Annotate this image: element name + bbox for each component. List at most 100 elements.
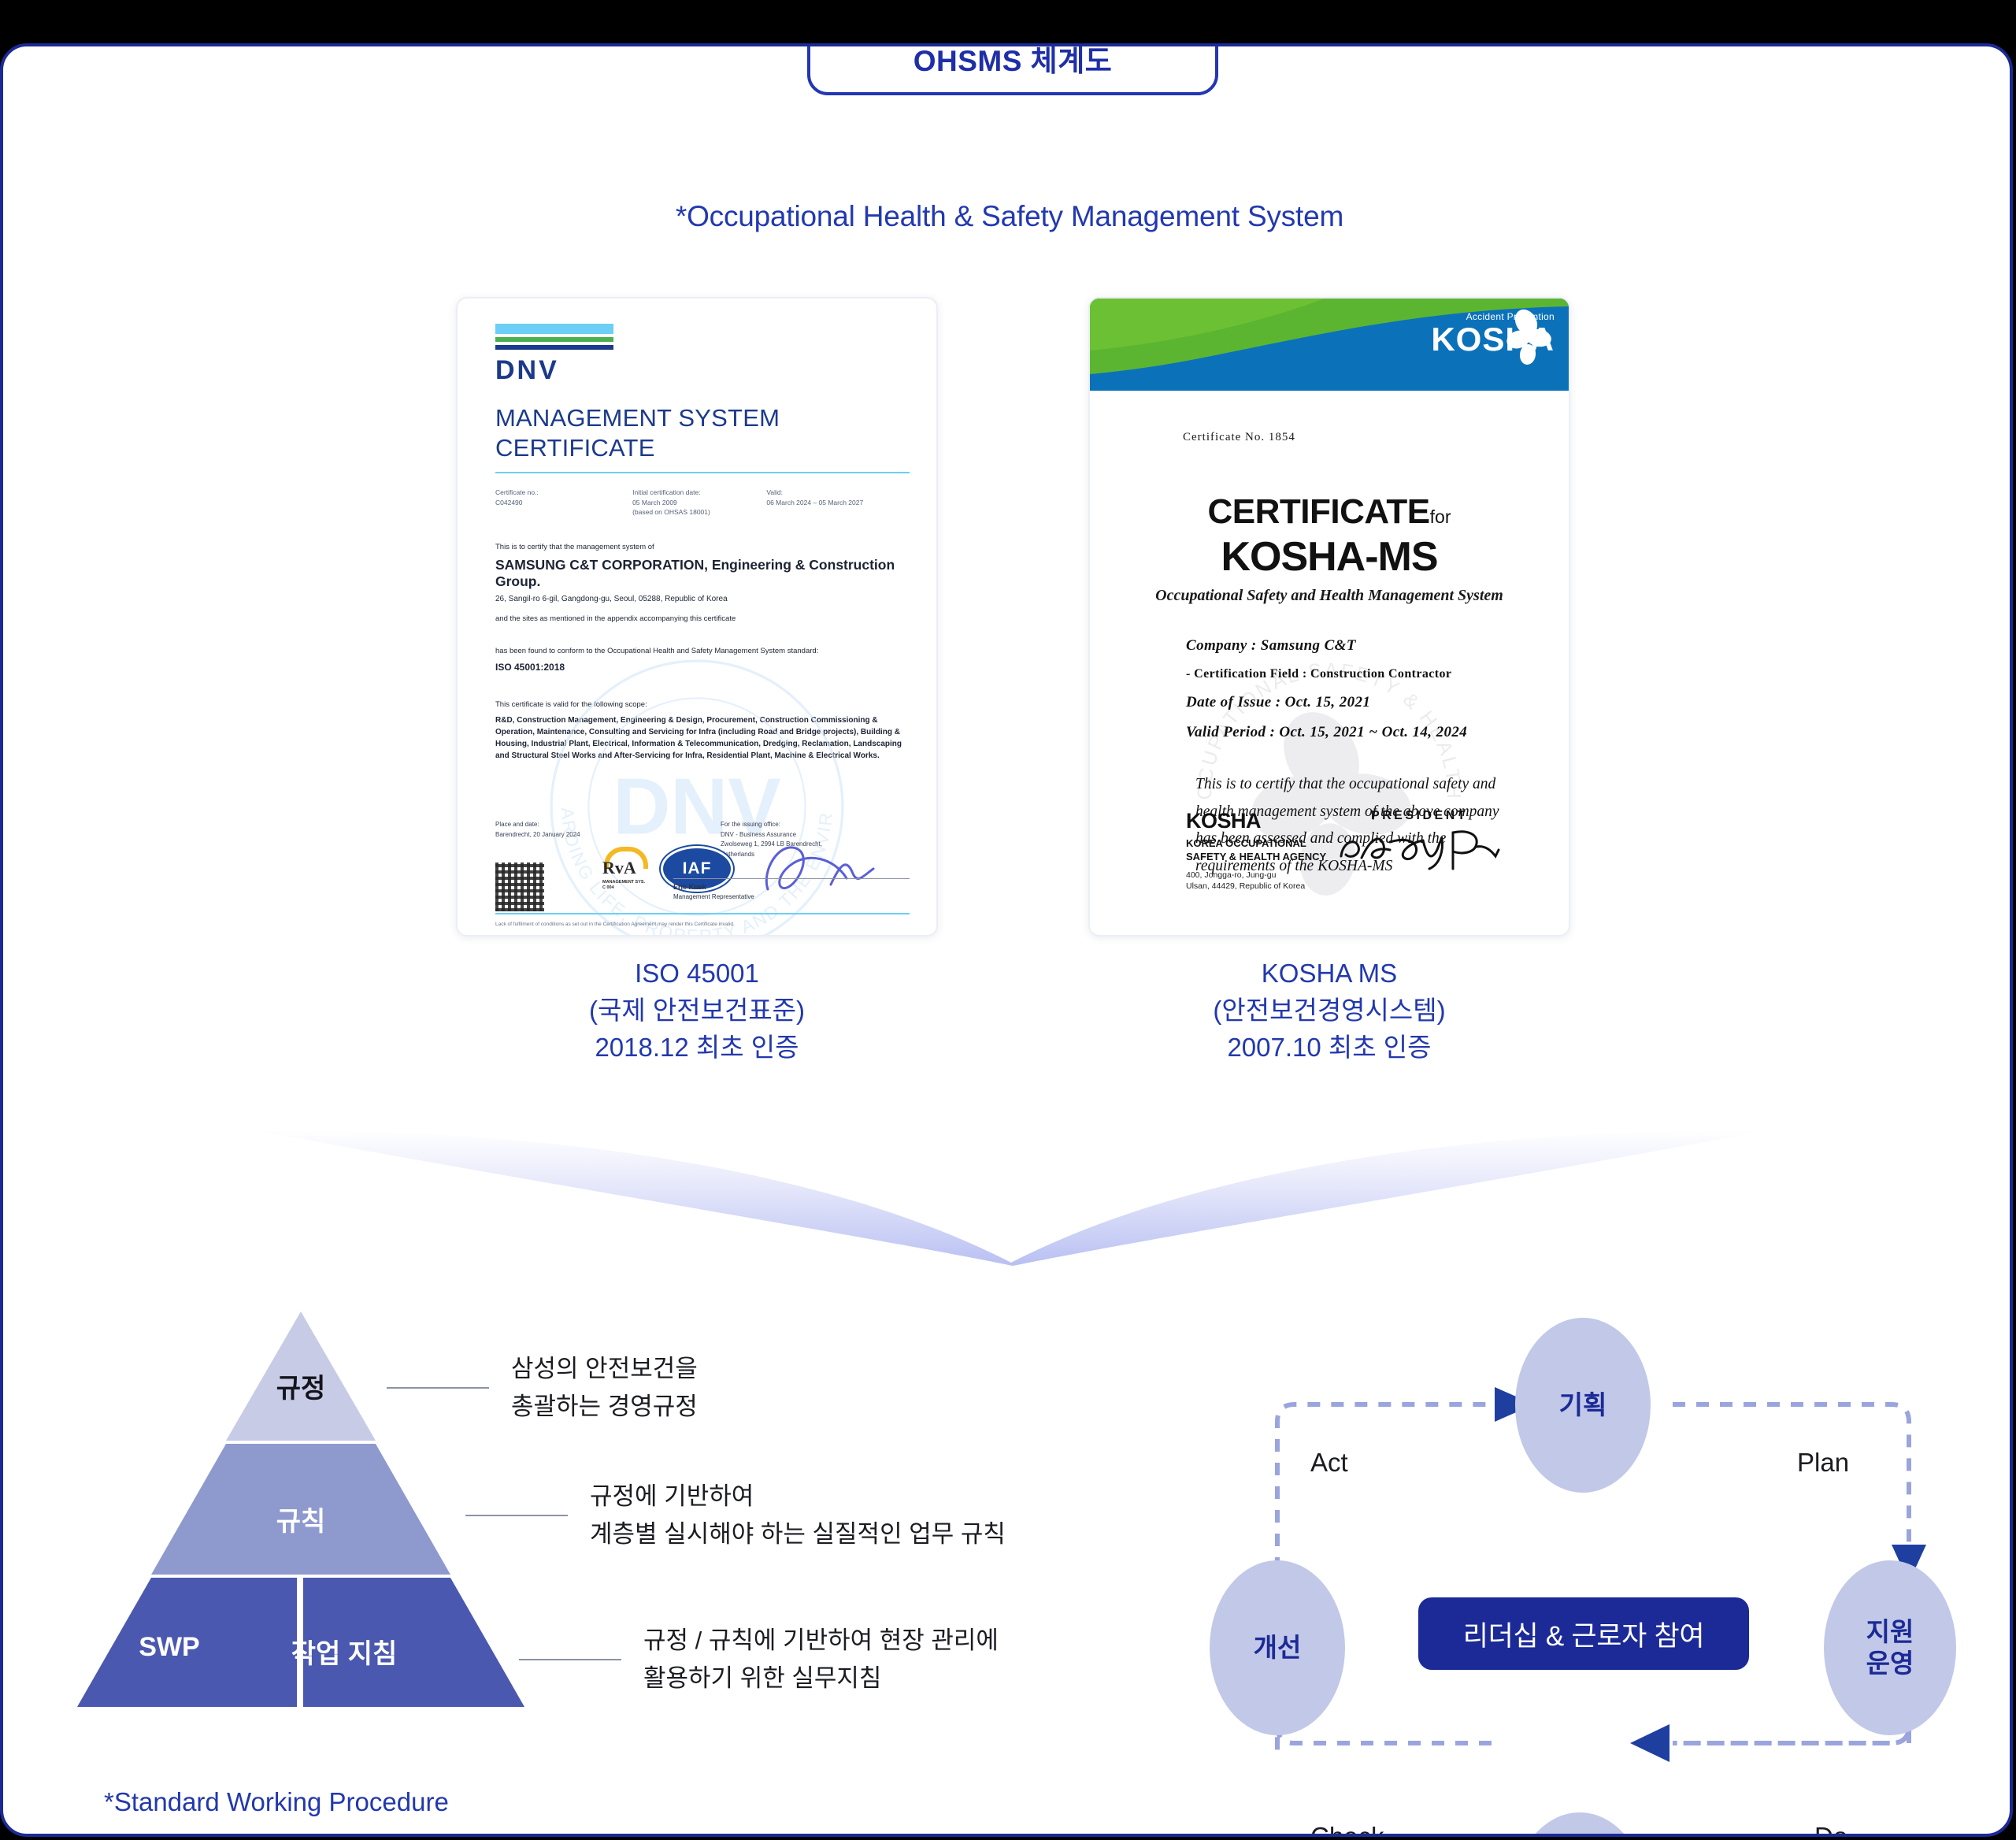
subtitle-text: *Occupational Health & Safety Management… (675, 200, 1344, 232)
arrow-plan-path (1673, 1402, 1911, 1546)
desc1-line2: 총괄하는 경영규정 (511, 1393, 698, 1421)
kosha-valid-period: Valid Period : Oct. 15, 2021 ~ Oct. 14, … (1186, 724, 1468, 740)
certificate-card-iso45001: SAFEGUARDING LIFE, PROPERTY AND THE ENVI… (456, 297, 938, 1067)
dnv-office-line2: Zwolseweg 1, 2994 LB Barendrecht, (721, 840, 822, 848)
pdca-cycle-diagram: 기획 지원 운영 성과 평가 개선 Act Plan Do Check 리더십 … (1210, 1302, 1956, 1837)
dnv-lead-text: This is to certify that the management s… (495, 543, 654, 552)
pdca-stage-check: Check (1310, 1822, 1384, 1837)
kosha-certificate-number: Certificate No. 1854 (1183, 431, 1295, 443)
desc3-line2: 활용하기 위한 실무지침 (643, 1664, 882, 1693)
pyramid-description-1: 삼성의 안전보건을 총괄하는 경영규정 (387, 1350, 698, 1426)
pdca-node-do[interactable]: 지원 운영 (1824, 1560, 1956, 1735)
arrow-act-path (1275, 1402, 1492, 1617)
rva-accreditation-icon: RvA MANAGEMENT SYS. C 004 (599, 847, 648, 891)
dnv-signer-name: Erie Koek (673, 882, 706, 891)
page-title-badge: OHSMS 체계도 (807, 45, 1218, 95)
kosha-title-sub: Occupational Safety and Health Managemen… (1155, 587, 1503, 604)
dnv-place-label: Place and date: (495, 821, 539, 829)
initial-date-value: 05 March 2009 (632, 498, 677, 506)
dnv-office-line1: DNV - Business Assurance (721, 830, 797, 838)
pyramid-tier-2 (151, 1444, 450, 1575)
dnv-conformance-text: has been found to conform to the Occupat… (495, 647, 819, 656)
kosha-title-block: CERTIFICATEfor KOSHA-MS Occupational Saf… (1090, 492, 1569, 605)
dnv-scope-lead: This certificate is valid for the follow… (495, 700, 647, 710)
certificate-caption-koshams: KOSHA MS (안전보건경영시스템) 2007.10 최초 인증 (1088, 955, 1570, 1067)
iaf-logo-icon: IAF (661, 846, 733, 892)
kosha-company: Company : Samsung C&T (1186, 637, 1356, 654)
kosha-agency-addr1: 400, Jongga-ro, Jung-gu (1186, 870, 1277, 880)
kosha-agency-line1: KOREA OCCUPATIONAL (1186, 837, 1306, 849)
certificate-first-certified: 2018.12 최초 인증 (595, 1032, 799, 1062)
dnv-signer-block: Erie Koek Management Representative (673, 877, 910, 903)
desc1-line1: 삼성의 안전보건을 (511, 1355, 698, 1382)
initial-date-label: Initial certification date: (632, 488, 701, 496)
certificate-image-iso45001: SAFEGUARDING LIFE, PROPERTY AND THE ENVI… (456, 297, 938, 937)
dnv-company-name: SAMSUNG C&T CORPORATION, Engineering & C… (495, 556, 895, 590)
arrowhead-to-plan (1495, 1387, 1534, 1422)
pdca-node-do-label1: 지원 (1866, 1617, 1914, 1647)
desc2-line1: 규정에 기반하여 (590, 1482, 754, 1510)
dnv-company-address: 26, Sangil-ro 6-gil, Gangdong-gu, Seoul,… (495, 594, 728, 603)
page-title: OHSMS 체계도 (913, 45, 1113, 77)
pdca-stage-plan: Plan (1797, 1448, 1850, 1477)
dnv-scope-text: R&D, Construction Management, Engineerin… (495, 715, 902, 761)
leader-line-1 (387, 1387, 489, 1389)
pdca-stage-act: Act (1310, 1448, 1348, 1477)
down-arrow-chevron-icon (263, 1130, 1759, 1266)
pyramid-tier-3-right (303, 1578, 524, 1707)
dnv-disclaimer: Lack of fulfilment of conditions as set … (495, 922, 735, 927)
kosha-title-scheme: KOSHA-MS (1221, 534, 1438, 580)
kosha-fields: Company : Samsung C&T - Certification Fi… (1186, 637, 1521, 754)
kosha-date-of-issue: Date of Issue : Oct. 15, 2021 (1186, 694, 1371, 710)
pyramid-shape (77, 1311, 524, 1707)
kosha-footer: KOSHA KOREA OCCUPATIONAL SAFETY & HEALTH… (1186, 809, 1523, 892)
leader-line-3 (519, 1659, 621, 1661)
dnv-sites-note: and the sites as mentioned in the append… (495, 614, 736, 624)
valid-value: 06 March 2024 – 05 March 2027 (766, 498, 864, 506)
dnv-logo-text: DNV (495, 355, 559, 385)
kosha-agency-addr2: Ulsan, 44429, Republic of Korea (1186, 881, 1306, 892)
dnv-standard: ISO 45001:2018 (495, 661, 565, 673)
dnv-office-line3: Netherlands (721, 850, 755, 858)
dnv-accreditation-marks: RvA MANAGEMENT SYS. C 004 IAF (599, 837, 884, 900)
kosha-agency-line2: SAFETY & HEALTH AGENCY (1186, 851, 1327, 863)
certificate-image-koshams: Accident Prevention KOSHA (1088, 297, 1570, 937)
dnv-bottom-divider (495, 913, 910, 914)
kosha-title-main: CERTIFICATE (1207, 492, 1431, 531)
pyramid-description-3: 규정 / 규칙에 기반하여 현장 관리에 활용하기 위한 실무지침 (519, 1622, 999, 1697)
certificate-caption-iso45001: ISO 45001 (국제 안전보건표준) 2018.12 최초 인증 (456, 955, 938, 1067)
pyramid-tier-1 (226, 1311, 376, 1441)
kosha-agency-short: KOSHA (1186, 808, 1262, 833)
leader-line-2 (465, 1515, 568, 1517)
dnv-meta-row: Certificate no.: C042490 Initial certifi… (495, 488, 910, 518)
valid-label: Valid: (766, 488, 783, 496)
dnv-signature-icon (758, 837, 884, 900)
pdca-stage-do: Do (1814, 1822, 1848, 1837)
dnv-place-value: Barendrecht, 20 January 2024 (495, 830, 580, 838)
qr-code-icon (495, 862, 544, 911)
certificate-korean-name: (안전보건경영시스템) (1213, 995, 1446, 1025)
pdca-node-act[interactable]: 개선 (1210, 1560, 1345, 1735)
swp-footnote: *Standard Working Procedure (104, 1787, 449, 1816)
certificate-name: KOSHA MS (1261, 959, 1398, 988)
certificate-name: ISO 45001 (635, 959, 759, 988)
pdca-node-plan[interactable]: 기획 (1515, 1318, 1651, 1493)
certificate-korean-name: (국제 안전보건표준) (588, 995, 806, 1025)
pdca-node-do-label2: 운영 (1866, 1649, 1914, 1678)
dnv-signer-role: Management Representative (673, 893, 754, 900)
pyramid-tier-3-left (77, 1578, 297, 1707)
pyramid-description-2: 규정에 기반하여 계층별 실시해야 하는 실질적인 업무 규칙 (465, 1478, 1006, 1553)
cert-no-value: C042490 (495, 498, 523, 506)
pdca-node-act-label: 개선 (1253, 1633, 1302, 1663)
kosha-certification-field: - Certification Field : Construction Con… (1186, 667, 1452, 681)
kosha-flower-icon (1506, 309, 1551, 365)
pdca-node-plan-label: 기획 (1558, 1390, 1607, 1420)
cert-no-label: Certificate no.: (495, 488, 539, 496)
kosha-president-label: PRESIDENT (1370, 808, 1469, 822)
leadership-participation-badge: 리더십 & 근로자 참여 (1418, 1597, 1749, 1670)
certificate-first-certified: 2007.10 최초 인증 (1227, 1032, 1432, 1062)
page-container: OHSMS 체계도 *Occupational Health & Safety … (0, 43, 2013, 1837)
kosha-header-banner: Accident Prevention KOSHA (1090, 299, 1569, 391)
dnv-logo: DNV (495, 324, 613, 386)
arrowhead-to-check (1630, 1724, 1670, 1762)
